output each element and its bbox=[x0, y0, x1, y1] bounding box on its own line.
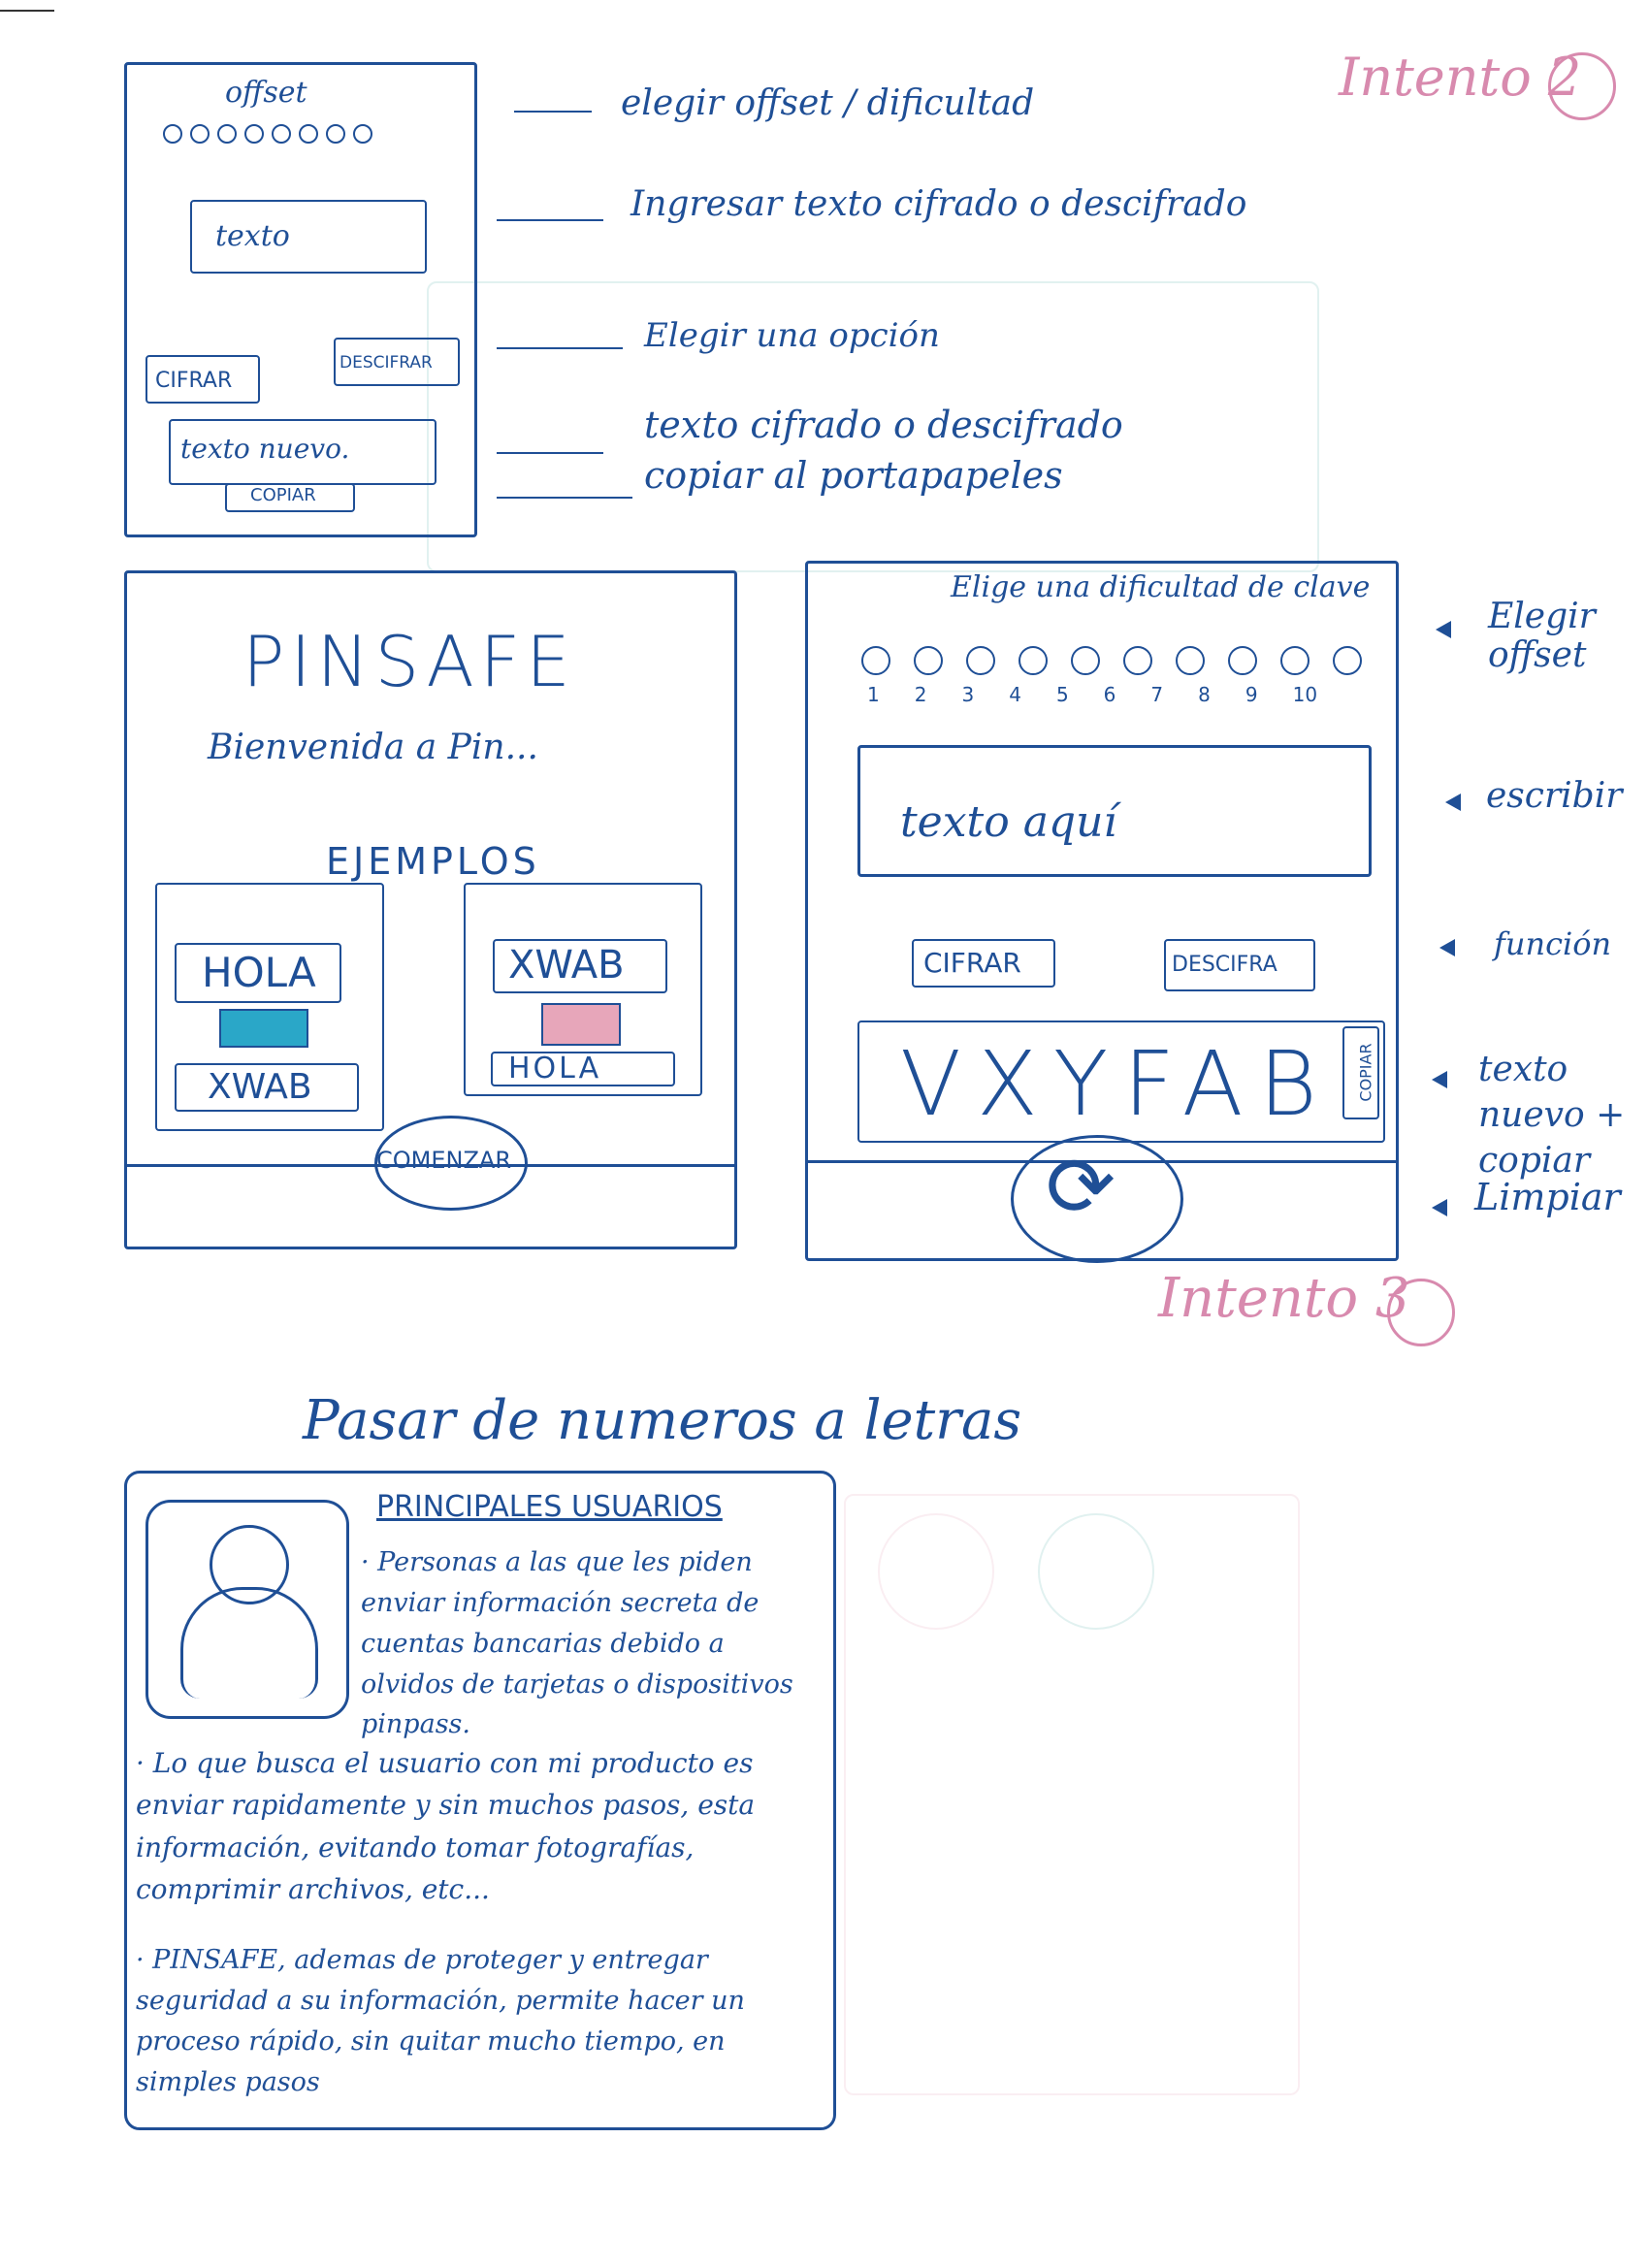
difficulty-number: 1 bbox=[867, 683, 880, 706]
section2-title: Pasar de numeros a letras bbox=[303, 1389, 1022, 1452]
sketch1-phone-frame bbox=[124, 62, 477, 537]
difficulty-number: 5 bbox=[1055, 683, 1069, 706]
intento-3-circle bbox=[1387, 1279, 1455, 1346]
sketch3-output-text: VXYFAB bbox=[900, 1032, 1333, 1136]
section2-card bbox=[124, 1471, 836, 2130]
side-note-pointer-icon bbox=[1432, 1071, 1447, 1092]
sketch3-text-input[interactable] bbox=[857, 745, 1372, 877]
sketch2-left-bottom-word: XWAB bbox=[208, 1067, 312, 1107]
sketch2-start-label: COMENZAR bbox=[376, 1147, 512, 1174]
sketch2-left-top-word: HOLA bbox=[202, 949, 316, 996]
sketch3-difficulty-heading: Elige una dificultad de clave bbox=[951, 570, 1371, 604]
sketch1-text-input-label: texto bbox=[215, 219, 290, 253]
difficulty-number: 8 bbox=[1198, 683, 1211, 706]
difficulty-number: 7 bbox=[1150, 683, 1164, 706]
sketch3-difficulty-circles bbox=[861, 646, 1362, 675]
intento-2-label: Intento 2 bbox=[1339, 47, 1582, 108]
sketch3-difficulty-numbers: 1 2 3 4 5 6 7 8 9 10 bbox=[867, 683, 1317, 706]
arrow-line bbox=[497, 347, 623, 349]
sketch2-welcome: Bienvenida a Pin... bbox=[208, 728, 538, 767]
refresh-icon: ⟳ bbox=[1046, 1139, 1116, 1236]
sketch2-right-swatch bbox=[541, 1003, 621, 1046]
sketch2-phone-frame bbox=[124, 570, 737, 1249]
sketch2-right-bottom-word: HOLA bbox=[508, 1052, 602, 1085]
difficulty-number: 4 bbox=[1009, 683, 1021, 706]
sketch3-cifrar-button[interactable] bbox=[912, 939, 1055, 988]
sketch3-descifrar-label: DESCIFRA bbox=[1172, 953, 1277, 977]
users-heading: PRINCIPALES USUARIOS bbox=[376, 1490, 723, 1524]
sketch2-start-button[interactable] bbox=[374, 1116, 528, 1211]
top-rule bbox=[0, 10, 54, 12]
side-note-limpiar: Limpiar bbox=[1474, 1176, 1621, 1218]
sketch1-cifrar-button[interactable] bbox=[146, 355, 260, 404]
sketch2-right-top-word-box bbox=[493, 939, 667, 993]
sketch2-example-right bbox=[464, 883, 702, 1096]
arrow-line bbox=[497, 452, 603, 454]
sketch1-descifrar-button[interactable] bbox=[334, 338, 460, 386]
side-note-pointer-icon bbox=[1445, 794, 1461, 815]
sketch3-copiar-button[interactable] bbox=[1342, 1026, 1379, 1119]
ghost-shape bbox=[427, 281, 1319, 572]
difficulty-number: 10 bbox=[1292, 683, 1318, 706]
difficulty-number: 6 bbox=[1103, 683, 1116, 706]
sketch1-output-text: texto nuevo. bbox=[180, 433, 350, 465]
sketch2-right-bottom-word-box bbox=[491, 1052, 675, 1086]
sketch1-offset-label: offset bbox=[225, 76, 307, 110]
sketch1-descifrar-label: DESCIFRAR bbox=[340, 353, 433, 373]
side-note-pointer-icon bbox=[1439, 939, 1455, 960]
difficulty-number: 2 bbox=[914, 683, 927, 706]
annotation-ingresar: Ingresar texto cifrado o descifrado bbox=[630, 184, 1247, 224]
sketch1-copiar-label: COPIAR bbox=[250, 485, 316, 505]
sketch2-examples-heading: EJEMPLOS bbox=[326, 840, 540, 883]
difficulty-number: 3 bbox=[961, 683, 975, 706]
sketch3-descifrar-button[interactable] bbox=[1164, 939, 1315, 991]
annotation-opcion: Elegir una opción bbox=[644, 316, 940, 355]
sketch1-offset-circles bbox=[163, 124, 372, 144]
ghost-shape bbox=[844, 1494, 1300, 2095]
sketch1-copiar-button[interactable] bbox=[225, 483, 355, 512]
intento-3-label: Intento 3 bbox=[1158, 1267, 1410, 1330]
side-note-pointer-icon bbox=[1436, 621, 1451, 642]
ghost-shape bbox=[1038, 1513, 1154, 1630]
arrow-line bbox=[514, 111, 592, 113]
goal-text: · Lo que busca el usuario con mi product… bbox=[136, 1747, 756, 1906]
side-note-offset: Elegir offset bbox=[1488, 597, 1596, 675]
sketch3-text-input-label: texto aquí bbox=[900, 797, 1117, 847]
sketch1-cifrar-label: CIFRAR bbox=[155, 369, 233, 393]
arrow-line bbox=[497, 497, 632, 499]
annotation-texto: texto cifrado o descifrado bbox=[644, 404, 1123, 446]
users-text: · Personas a las que les piden enviar in… bbox=[361, 1547, 793, 1740]
side-note-pointer-icon bbox=[1432, 1199, 1447, 1220]
annotation-offset: elegir offset / dificultad bbox=[621, 83, 1035, 123]
sketch2-title: PINSAFE bbox=[242, 621, 576, 702]
difficulty-number: 9 bbox=[1245, 683, 1258, 706]
user-avatar-icon bbox=[171, 1519, 326, 1703]
sketch2-left-swatch bbox=[219, 1009, 308, 1048]
sketch3-clear-button[interactable] bbox=[1011, 1135, 1183, 1263]
sketch2-left-top-word-box bbox=[175, 943, 341, 1003]
user-avatar-frame bbox=[146, 1500, 349, 1719]
annotation-copiar: copiar al portapapeles bbox=[644, 454, 1063, 497]
sketch1-text-input[interactable] bbox=[190, 200, 427, 274]
sketch3-cifrar-label: CIFRAR bbox=[923, 947, 1021, 979]
arrow-line bbox=[497, 219, 603, 221]
side-note-texto-nuevo: texto nuevo + copiar bbox=[1478, 1050, 1626, 1181]
sketch2-right-top-word: XWAB bbox=[508, 943, 625, 988]
sketch2-left-bottom-word-box bbox=[175, 1063, 359, 1112]
side-note-escribir: escribir bbox=[1486, 776, 1623, 816]
intento-2-circle bbox=[1548, 52, 1616, 120]
side-note-funcion: función bbox=[1494, 925, 1612, 962]
pinsafe-text: · PINSAFE, ademas de proteger y entregar… bbox=[136, 1945, 745, 2097]
sketch3-copiar-label: COPIAR bbox=[1356, 1043, 1375, 1102]
ghost-shape bbox=[878, 1513, 994, 1630]
sketch2-example-left bbox=[155, 883, 384, 1131]
